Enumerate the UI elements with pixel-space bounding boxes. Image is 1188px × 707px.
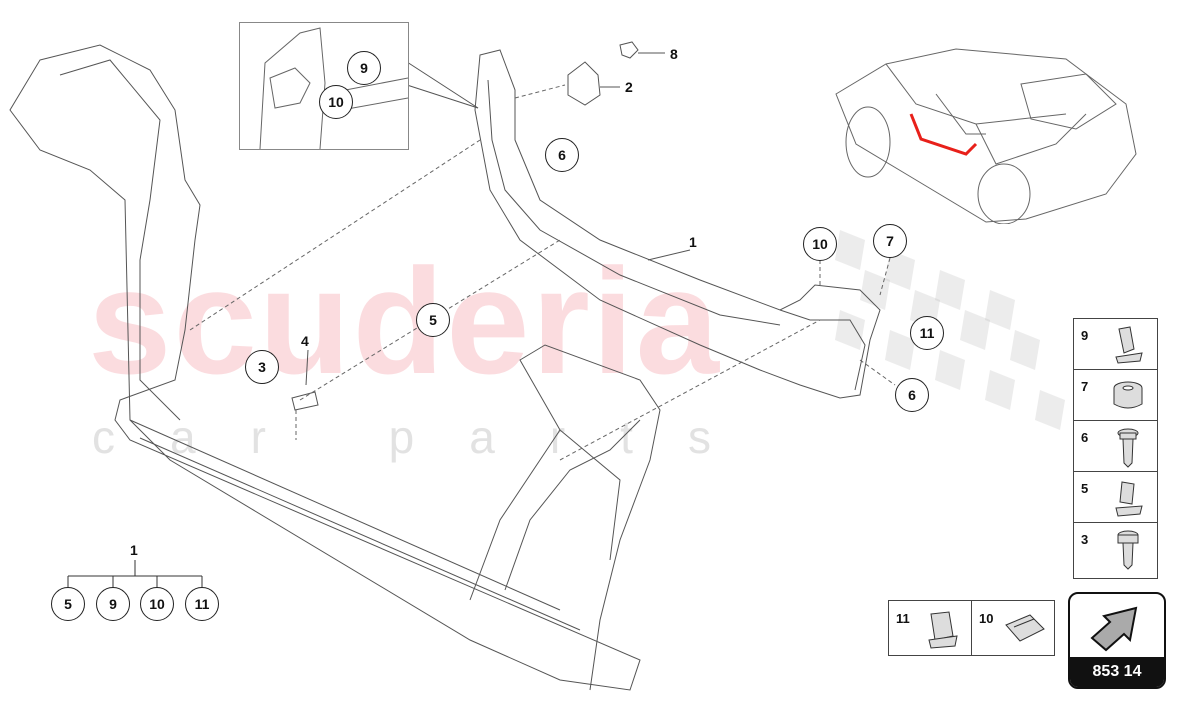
kit-box: 11 10 [888, 600, 1055, 656]
clip-icon [1115, 326, 1143, 364]
diagram-number: 853 14 [1070, 657, 1164, 687]
callout-9: 9 [347, 51, 381, 85]
screw-icon [1117, 428, 1139, 468]
legend-num: 7 [1081, 379, 1089, 394]
sill-line-lower [139, 437, 581, 631]
tree-root: 1 [130, 542, 138, 558]
sill-trim-rear [779, 309, 866, 391]
callout-6-upper: 6 [545, 138, 579, 172]
callout-7: 7 [873, 224, 907, 258]
callout-11: 11 [910, 316, 944, 350]
b-pillar [469, 344, 661, 691]
vehicle-thumbnail [835, 48, 1137, 224]
screw-icon [1117, 530, 1139, 570]
kit-cell: 11 [889, 601, 972, 655]
watermark-main: scuderia [88, 237, 721, 405]
callout-10-inset: 10 [319, 85, 353, 119]
a-pillar-inner [59, 59, 181, 421]
callout-1: 1 [689, 234, 697, 250]
sill-trim-inner [487, 79, 781, 326]
callout-3: 3 [245, 350, 279, 384]
clip-icon [928, 611, 958, 649]
clip-icon [1115, 481, 1143, 517]
tree-child-2: 9 [96, 587, 130, 621]
legend-row: 9 [1074, 319, 1157, 370]
detail-inset-drawing [259, 27, 408, 149]
legend-num: 3 [1081, 532, 1089, 547]
sill-trim-part [474, 49, 881, 399]
legend-row: 7 [1074, 370, 1157, 421]
detail-inset [239, 22, 409, 150]
highlighted-part [909, 113, 978, 156]
callout-2: 2 [625, 79, 633, 95]
watermark-sub: car parts [92, 411, 766, 463]
kit-num: 10 [979, 611, 994, 626]
callout-8: 8 [670, 46, 678, 62]
tree-child-4: 11 [185, 587, 219, 621]
b-pillar-inner [504, 419, 641, 591]
callout-5: 5 [416, 303, 450, 337]
a-pillar-frame [9, 44, 641, 691]
arrow-icon [1090, 606, 1138, 652]
legend-row: 3 [1074, 523, 1157, 574]
kit-num: 11 [896, 611, 910, 626]
kit-cell: 10 [972, 601, 1054, 655]
legend-num: 9 [1081, 328, 1089, 343]
legend-num: 5 [1081, 481, 1089, 496]
checkered-flag-watermark [835, 230, 1065, 430]
clip-part-2 [567, 61, 601, 106]
b-pillar-rib [559, 429, 621, 561]
legend-row: 6 [1074, 421, 1157, 472]
callout-6-lower: 6 [895, 378, 929, 412]
clip-part-8 [619, 41, 639, 59]
diagram-number-badge: 853 14 [1068, 592, 1166, 689]
fastener-legend: 9 7 6 5 3 [1073, 318, 1158, 579]
bracket-part-4 [291, 391, 319, 411]
nut-icon [1113, 381, 1143, 409]
callout-10-main: 10 [803, 227, 837, 261]
tree-child-3: 10 [140, 587, 174, 621]
sill-line-upper [129, 419, 561, 611]
callout-4: 4 [301, 333, 309, 349]
legend-row: 5 [1074, 472, 1157, 523]
clip-icon [1005, 614, 1045, 642]
tree-connector [67, 560, 203, 588]
tree-child-1: 5 [51, 587, 85, 621]
legend-num: 6 [1081, 430, 1089, 445]
